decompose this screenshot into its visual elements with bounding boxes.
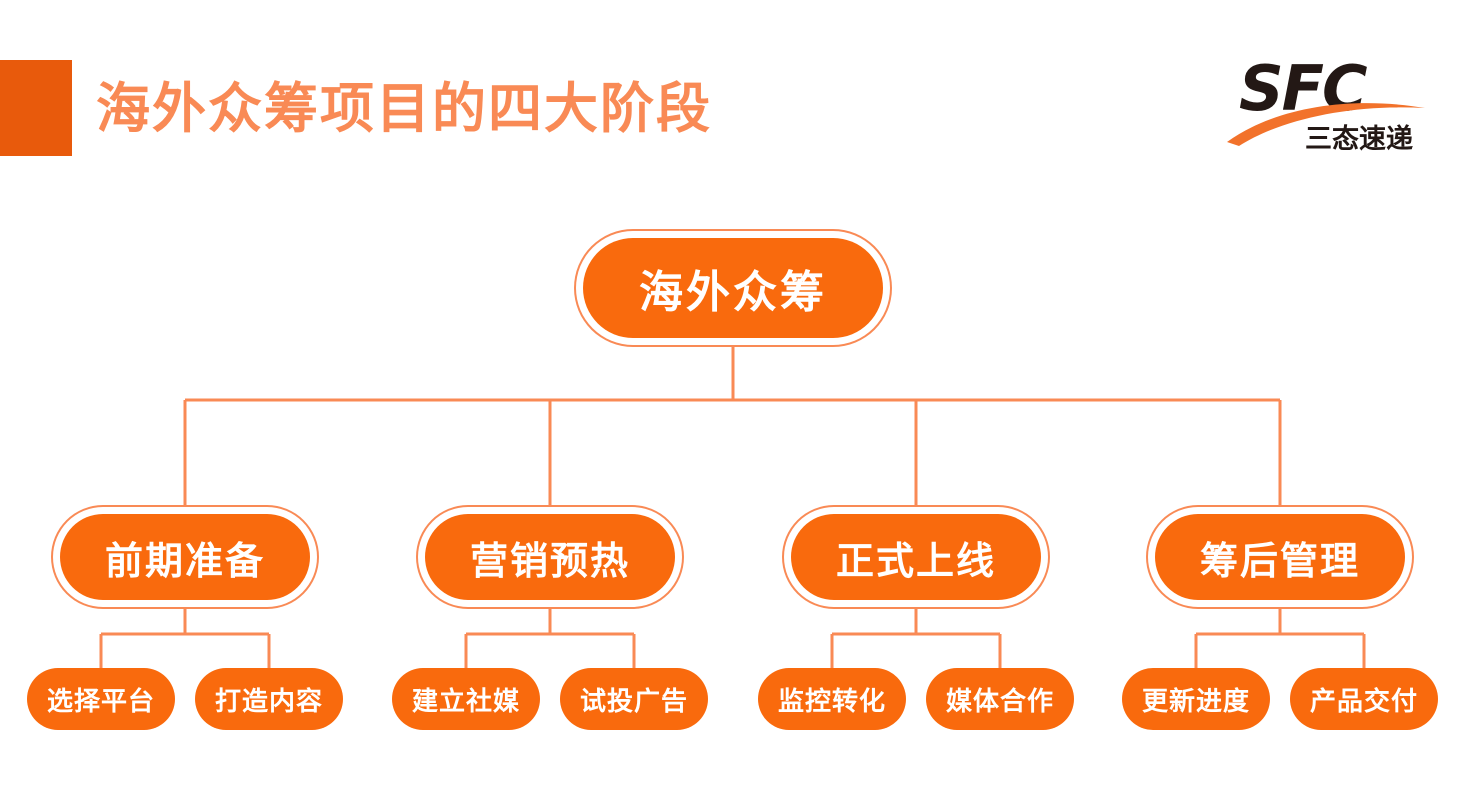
- page-title: 海外众筹项目的四大阶段: [96, 77, 712, 140]
- node-leaf-4-2[interactable]: 产品交付: [1290, 668, 1438, 730]
- node-leaf-3-1[interactable]: 监控转化: [758, 668, 906, 730]
- logo-cn-text: 三态速递: [1305, 123, 1413, 154]
- title-accent-block: [0, 60, 72, 156]
- node-leaf-2-2[interactable]: 试投广告: [560, 668, 708, 730]
- node-root[interactable]: 海外众筹: [583, 238, 883, 338]
- node-leaf-1-2[interactable]: 打造内容: [195, 668, 343, 730]
- logo-swoosh-icon: [1227, 103, 1425, 146]
- node-leaf-2-1[interactable]: 建立社媒: [392, 668, 540, 730]
- node-stage-2[interactable]: 营销预热: [425, 514, 675, 600]
- node-stage-3[interactable]: 正式上线: [791, 514, 1041, 600]
- slide-header: 海外众筹项目的四大阶段 SFC 三态速递: [0, 0, 1463, 180]
- node-leaf-4-1[interactable]: 更新进度: [1122, 668, 1270, 730]
- node-leaf-3-2[interactable]: 媒体合作: [926, 668, 1074, 730]
- node-leaf-1-1[interactable]: 选择平台: [27, 668, 175, 730]
- sfc-logo: SFC 三态速递: [1225, 48, 1435, 154]
- node-stage-4[interactable]: 筹后管理: [1155, 514, 1405, 600]
- node-stage-1[interactable]: 前期准备: [60, 514, 310, 600]
